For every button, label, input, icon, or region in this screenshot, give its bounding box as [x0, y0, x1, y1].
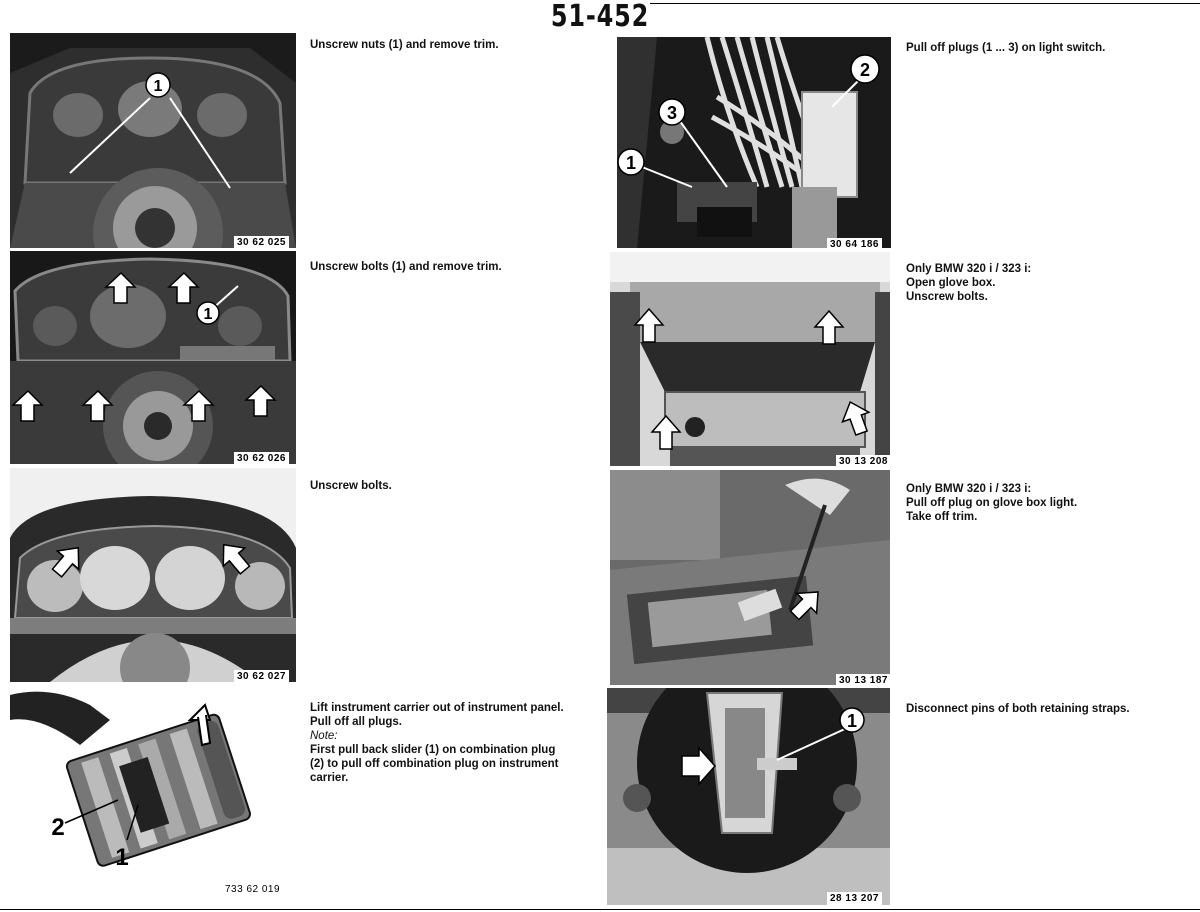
figure-code: 30 64 186: [827, 238, 882, 251]
callout-1: 1: [847, 711, 857, 731]
top-rule: [650, 3, 1200, 4]
page-number: 51-452: [550, 0, 650, 34]
caption-retaining-straps: Disconnect pins of both retaining straps…: [906, 703, 1130, 715]
photo-glove-box-light: [610, 470, 890, 685]
caption-glove-box-light: Only BMW 320 i / 323 i: Pull off plug on…: [906, 483, 1078, 523]
figure-code: 30 62 026: [234, 452, 289, 465]
caption-open-glove-box: Only BMW 320 i / 323 i: Open glove box. …: [906, 263, 1032, 303]
caption-unscrew-bolts: Unscrew bolts.: [310, 480, 392, 492]
photo-light-switch-plugs: 2 3 1: [617, 37, 891, 248]
callout-1: 1: [154, 78, 163, 95]
callout-2: 2: [51, 814, 64, 841]
caption-pull-off-plugs: Pull off plugs (1 ... 3) on light switch…: [906, 42, 1106, 54]
photo-retaining-straps: 1: [607, 688, 890, 905]
callout-1: 1: [626, 153, 636, 173]
illustration-combination-plug: 2 1: [10, 685, 296, 875]
photo-instrument-trim: 1: [10, 33, 296, 248]
figure-code: 30 13 208: [836, 455, 891, 468]
bottom-rule: [0, 909, 1200, 910]
photo-bolts-trim: 1: [10, 251, 296, 464]
photo-glove-box-bolts: [610, 252, 890, 466]
figure-code: 28 13 207: [827, 892, 882, 905]
callout-3: 3: [667, 103, 677, 123]
photo-unscrew-bolts: [10, 468, 296, 682]
figure-code: 733 62 019: [222, 883, 284, 896]
callout-2: 2: [860, 60, 870, 80]
figure-code: 30 13 187: [836, 674, 891, 687]
caption-unscrew-bolts-trim: Unscrew bolts (1) and remove trim.: [310, 261, 502, 273]
caption-unscrew-nuts: Unscrew nuts (1) and remove trim.: [310, 39, 499, 51]
caption-lift-instrument-carrier: Lift instrument carrier out of instrumen…: [310, 702, 564, 784]
callout-1: 1: [204, 306, 213, 323]
callout-1: 1: [115, 844, 128, 871]
figure-code: 30 62 025: [234, 236, 289, 249]
figure-code: 30 62 027: [234, 670, 289, 683]
